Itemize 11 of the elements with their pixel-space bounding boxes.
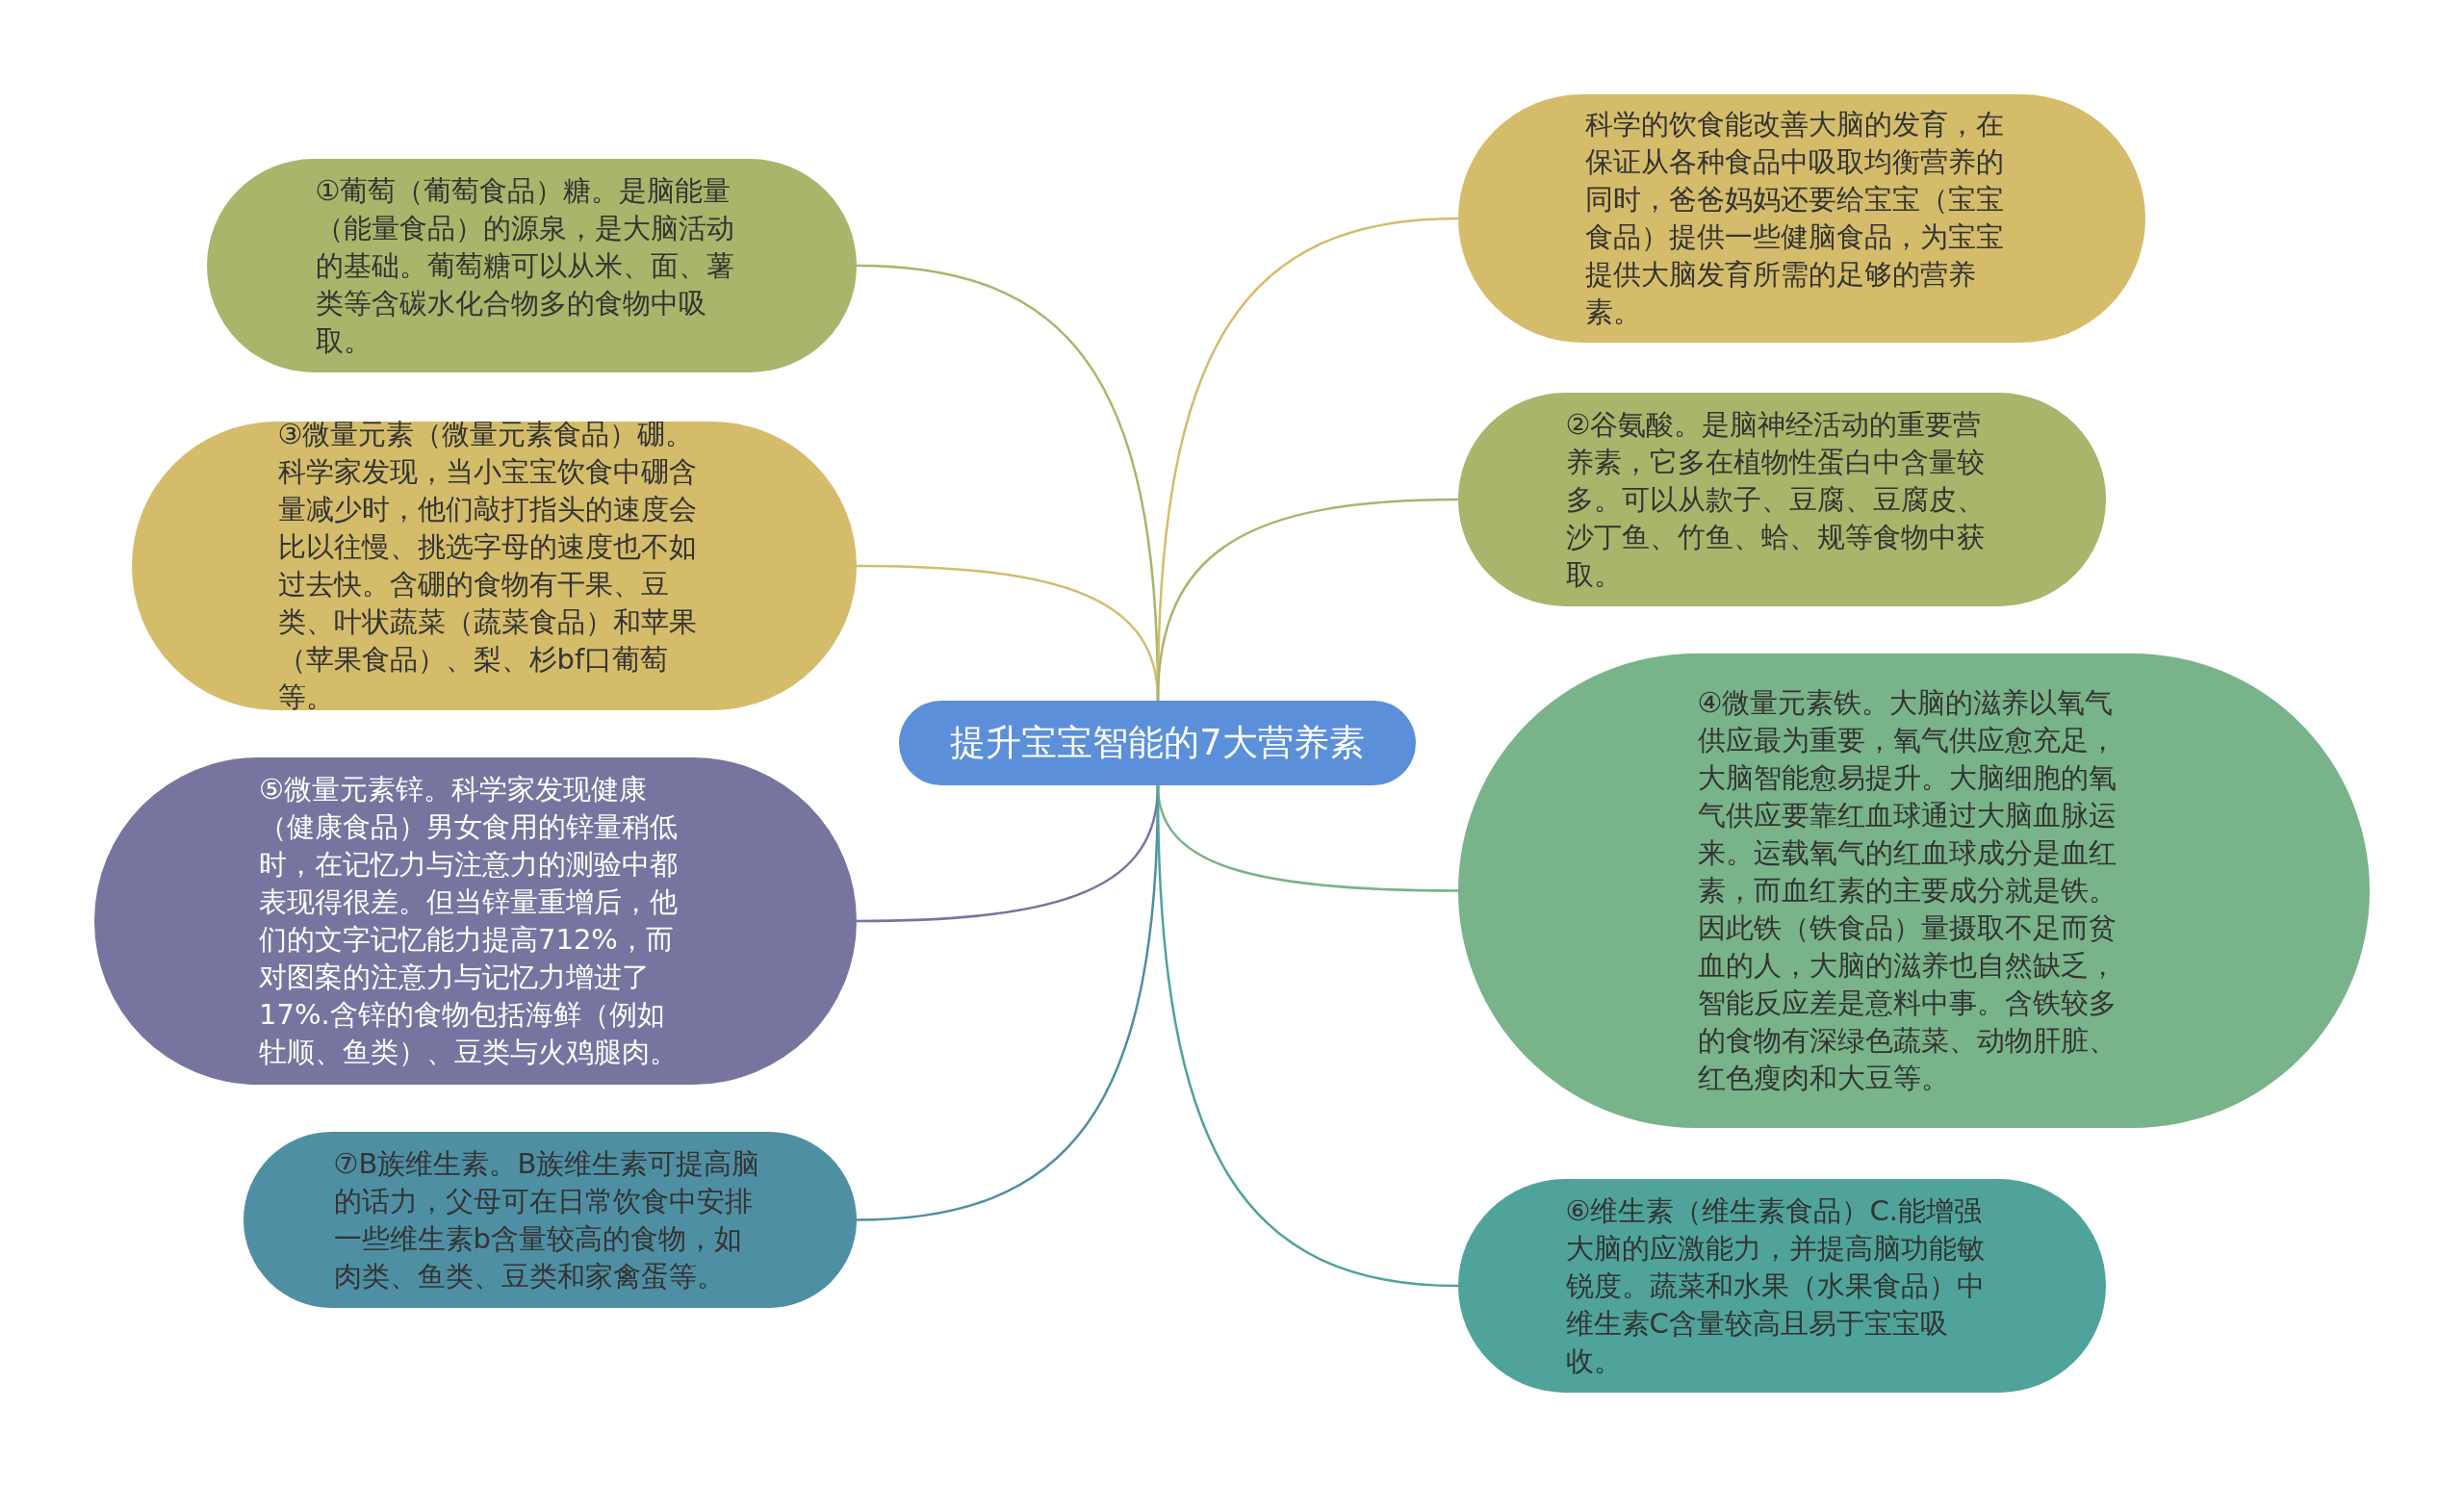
topic-text: ②谷氨酸。是脑神经活动的重要营养素，它多在植物性蛋白中含量较多。可以从款子、豆腐、豆腐皮、沙丁鱼、竹鱼、蛤、规等食物中获取。: [1565, 406, 1986, 593]
topic-text: ③微量元素（微量元素食品）硼。科学家发现，当小宝宝饮食中硼含量减少时，他们敲打指头的速度会比以往慢、挑选字母的速度也不如过去快。含硼的食物有干果、豆类、叶状蔬菜（蔬菜食品）和苹果（苹果食品）、梨、杉bf口葡萄等。: [277, 417, 698, 715]
topic-text: ⑤微量元素锌。科学家发现健康（健康食品）男女食用的锌量稍低时，在记忆力与注意力的测验中都表现得很差。但当锌量重增后，他们的文字记忆能力提高712%，而对图案的注意力与记忆力增进了17%.含锌的食物包括海鲜（例如牡顺、鱼类）、豆类与火鸡腿肉。: [259, 772, 679, 1070]
topic-text: ⑥维生素（维生素食品）C.能增强大脑的应激能力，并提高脑功能敏锐度。蔬菜和水果（水果食品）中维生素C含量较高且易于宝宝吸收。: [1565, 1192, 1986, 1379]
connector-line: [1156, 498, 1459, 702]
topic-text: ④微量元素铁。大脑的滋养以氧气供应最为重要，氧气供应愈充足，大脑智能愈易提升。大脑细胞的氧气供应要靠红血球通过大脑血脉运来。运载氧气的红血球成分是血红素，而血红素的主要成分就是铁。因此铁（铁食品）量摄取不足而贫血的人，大脑的滋养也自然缺乏，智能反应差是意料中事。含铁较多的食物有深绿色蔬菜、动物肝脏、红色瘦肉和大豆等。: [1697, 685, 2118, 1096]
connector-line: [1156, 784, 1459, 1288]
topic-text: ①葡萄（葡萄食品）糖。是脑能量（能量食品）的源泉，是大脑活动的基础。葡萄糖可以从米、面、薯类等含碳水化合物多的食物中吸取。: [315, 172, 735, 359]
title-text: 提升宝宝智能的7大营养素: [950, 722, 1365, 764]
topic-text: 科学的饮食能改善大脑的发育，在保证从各种食品中吸取均衡营养的同时，爸爸妈妈还要给宝宝（宝宝食品）提供一些健脑食品，为宝宝提供大脑发育所需的足够的营养素。: [1585, 107, 2005, 330]
topic-text: ⑦B族维生素。B族维生素可提高脑的话力，父母可在日常饮食中安排一些维生素b含量较高的食物，如肉类、鱼类、豆类和家禽蛋等。: [333, 1145, 761, 1294]
